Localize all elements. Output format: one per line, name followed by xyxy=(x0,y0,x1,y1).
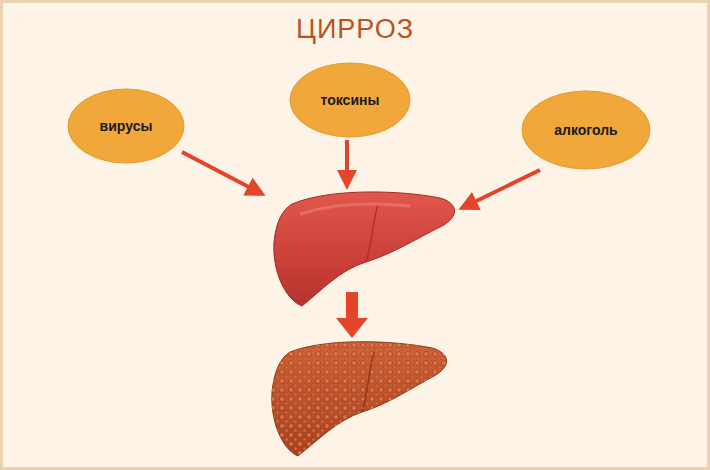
cause-ellipse: токсины xyxy=(289,62,411,138)
cause-label: алкоголь xyxy=(554,122,617,138)
cause-arrow xyxy=(462,170,540,208)
diagram-title: ЦИРРОЗ xyxy=(0,14,710,45)
cause-ellipse: алкоголь xyxy=(521,90,651,170)
result-arrow xyxy=(336,292,368,338)
cause-label: токсины xyxy=(321,92,380,108)
cirrhotic-liver xyxy=(272,342,447,456)
cause-arrow xyxy=(182,152,262,194)
cause-label: вирусы xyxy=(100,118,153,134)
cause-ellipse: вирусы xyxy=(67,88,185,164)
healthy-liver xyxy=(274,192,455,306)
cause-arrow xyxy=(345,140,349,186)
